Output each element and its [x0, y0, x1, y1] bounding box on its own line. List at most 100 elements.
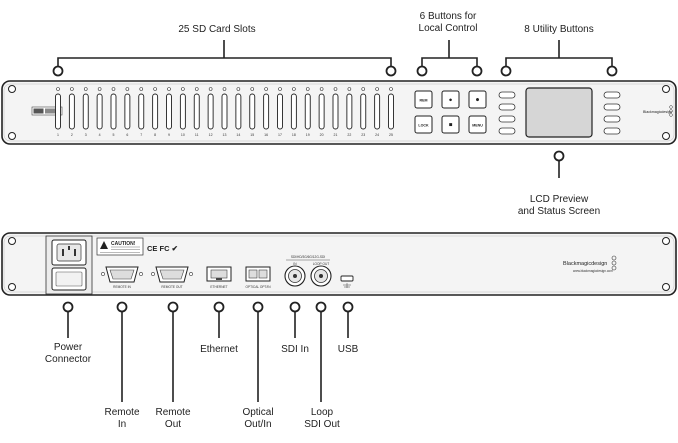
- sd-card-slot[interactable]: 22: [346, 87, 353, 138]
- sd-card-slot[interactable]: 16: [263, 87, 270, 138]
- slot-opening[interactable]: [82, 93, 89, 130]
- sd-card-slot[interactable]: 1: [55, 87, 61, 138]
- slot-opening[interactable]: [179, 93, 186, 130]
- utility-button[interactable]: [498, 91, 516, 99]
- sd-card-slot[interactable]: 14: [235, 87, 242, 138]
- sd-card-slot[interactable]: 15: [249, 87, 256, 138]
- sd-card-slot[interactable]: 10: [179, 87, 186, 138]
- control-button-face[interactable]: [441, 115, 460, 134]
- control-button-face[interactable]: [414, 115, 433, 134]
- sd-card-slot[interactable]: 3: [82, 87, 89, 138]
- control-button-label: REM: [420, 99, 428, 103]
- utility-button[interactable]: [603, 115, 621, 123]
- slot-number: 6: [126, 133, 128, 137]
- control-button[interactable]: LOCK: [414, 115, 433, 134]
- rack-hole-icon: [8, 85, 16, 93]
- slot-opening[interactable]: [249, 93, 256, 130]
- slot-led-icon: [83, 87, 88, 91]
- lcd-callout-line2: and Status Screen: [517, 206, 601, 217]
- slot-number: 4: [99, 133, 101, 137]
- slot-opening[interactable]: [290, 93, 297, 130]
- slot-opening[interactable]: [96, 93, 103, 130]
- sd-card-slot[interactable]: 21: [332, 87, 339, 138]
- slot-opening[interactable]: [235, 93, 242, 130]
- control-button[interactable]: REM: [414, 90, 433, 109]
- control-button-label: ●: [449, 98, 453, 104]
- ethernet-port-icon: [206, 266, 232, 282]
- slot-opening[interactable]: [138, 93, 145, 130]
- sd-card-slot[interactable]: 12: [207, 87, 214, 138]
- slot-opening[interactable]: [68, 93, 75, 130]
- slot-number: 14: [236, 133, 240, 137]
- utility-button[interactable]: [498, 127, 516, 135]
- slot-opening[interactable]: [388, 93, 394, 130]
- remote-in-callout-line1: Remote: [104, 407, 140, 418]
- slot-opening[interactable]: [110, 93, 117, 130]
- slot-opening[interactable]: [360, 93, 367, 130]
- utility-button[interactable]: [603, 127, 621, 135]
- sd-card-slot[interactable]: 23: [360, 87, 367, 138]
- control-button-face[interactable]: [441, 90, 460, 109]
- sd-card-slot[interactable]: 5: [110, 87, 117, 138]
- slot-opening[interactable]: [346, 93, 353, 130]
- sd-card-slot[interactable]: 13: [221, 87, 228, 138]
- slot-opening[interactable]: [207, 93, 214, 130]
- slot-opening[interactable]: [221, 93, 228, 130]
- sd-slots-bracket: [57, 57, 392, 71]
- slot-led-icon: [319, 87, 324, 91]
- slot-opening[interactable]: [263, 93, 270, 130]
- sd-card-slot[interactable]: 2: [68, 87, 75, 138]
- slot-opening[interactable]: [304, 93, 311, 130]
- sd-card-slot[interactable]: 11: [193, 87, 200, 138]
- slot-opening[interactable]: [152, 93, 159, 130]
- model-logo: [31, 106, 63, 116]
- utility-button[interactable]: [498, 103, 516, 111]
- front-callout-circles: [52, 65, 618, 162]
- sd-card-slot[interactable]: 20: [318, 87, 325, 138]
- sd-card-slot[interactable]: 24: [374, 87, 381, 138]
- slot-opening[interactable]: [277, 93, 283, 130]
- slot-number: 3: [85, 133, 87, 137]
- rear-brand-url: www.blackmagicdesign.com: [573, 269, 613, 273]
- slot-opening[interactable]: [332, 93, 339, 130]
- sd-card-slot[interactable]: 9: [166, 87, 172, 138]
- slot-opening[interactable]: [374, 93, 381, 130]
- optical-callout: Optical Out/In: [242, 407, 273, 431]
- sd-card-slot[interactable]: 8: [152, 87, 159, 138]
- power-connector-icon: [45, 235, 93, 295]
- sd-card-slot[interactable]: 18: [290, 87, 297, 138]
- slot-opening[interactable]: [318, 93, 325, 130]
- slot-opening[interactable]: [166, 93, 172, 130]
- utility-button[interactable]: [498, 115, 516, 123]
- control-button[interactable]: MENU: [468, 115, 487, 134]
- slot-opening[interactable]: [55, 93, 61, 130]
- control-button[interactable]: ■: [441, 115, 460, 134]
- control-button-face[interactable]: [414, 90, 433, 109]
- power-callout-line2: Connector: [44, 354, 92, 365]
- rear-brand-text: Blackmagicdesign: [563, 261, 607, 267]
- rack-hole-icon: [662, 85, 670, 93]
- sdi-loop-small-label: LOOP OUT: [313, 262, 329, 266]
- rack-hole-icon: [8, 132, 16, 140]
- optical-port-icon: [245, 266, 271, 282]
- sd-card-slot[interactable]: 6: [124, 87, 131, 138]
- utility-button[interactable]: [603, 103, 621, 111]
- remote-in-callout: Remote In: [104, 407, 139, 431]
- remote-in-callout-line2: In: [117, 419, 127, 430]
- sd-card-slot[interactable]: 7: [138, 87, 145, 138]
- sd-card-slot[interactable]: 17: [277, 87, 283, 138]
- control-button[interactable]: ⏺: [468, 90, 487, 109]
- remote-out-callout-line1: Remote: [155, 407, 191, 418]
- power-callout-line1: Power: [53, 342, 83, 353]
- sd-card-slot[interactable]: 25: [388, 87, 394, 138]
- sd-card-slot[interactable]: 4: [96, 87, 103, 138]
- slot-led-icon: [361, 87, 366, 91]
- control-button-face[interactable]: [468, 90, 487, 109]
- sd-card-slot[interactable]: 19: [304, 87, 311, 138]
- slot-opening[interactable]: [124, 93, 131, 130]
- slot-opening[interactable]: [193, 93, 200, 130]
- control-button[interactable]: ●: [441, 90, 460, 109]
- utility-button[interactable]: [603, 91, 621, 99]
- control-button-face[interactable]: [468, 115, 487, 134]
- sdi-loop-bnc-icon: [310, 265, 332, 287]
